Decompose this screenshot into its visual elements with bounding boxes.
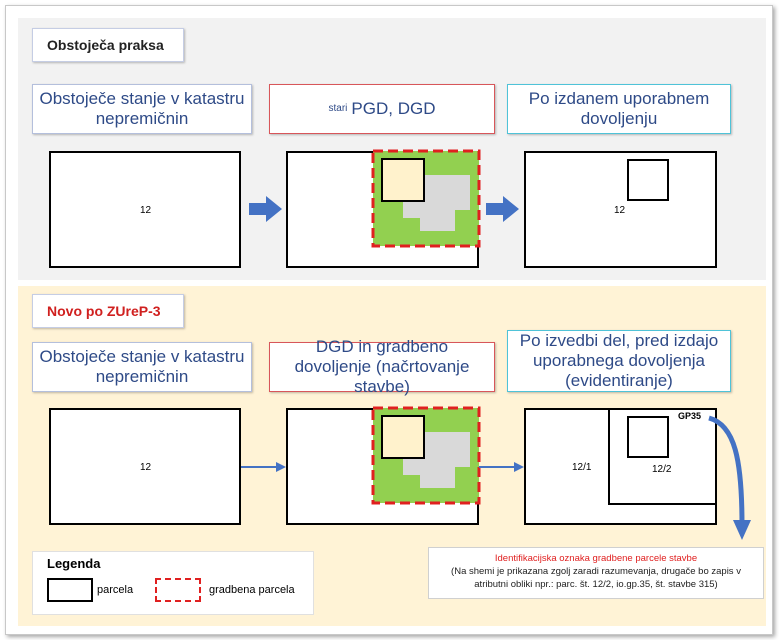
top-parcel-3-label: 12 bbox=[614, 205, 626, 216]
top-building bbox=[381, 158, 425, 202]
identification-title: Identifikacijska oznaka gradbene parcele… bbox=[494, 553, 698, 564]
bottom-dashed-boundary bbox=[371, 406, 481, 505]
bottom-arrow-2 bbox=[479, 462, 524, 472]
top-stage2-header: stari PGD, DGD bbox=[269, 84, 495, 134]
top-stage1-header: Obstoječe stanje v katastru nepremičnin bbox=[32, 84, 252, 134]
legend-title: Legenda bbox=[47, 556, 101, 571]
gp-label: GP35 bbox=[678, 411, 702, 421]
top-stage2-main: PGD, DGD bbox=[351, 99, 436, 118]
bottom-parcel-1-label: 12 bbox=[140, 462, 152, 473]
top-parcel-1 bbox=[49, 151, 241, 268]
legend-building-parcel-label: gradbena parcela bbox=[209, 584, 295, 596]
bottom-parcel-12-2 bbox=[608, 408, 717, 505]
bottom-parcel-3 bbox=[524, 408, 717, 525]
bottom-stage3-header: Po izvedbi del, pred izdajo uporabnega d… bbox=[507, 330, 731, 392]
bottom-parcel-12-2-label: 12/2 bbox=[652, 464, 672, 475]
bottom-building-outline bbox=[627, 416, 669, 458]
top-parcel-3 bbox=[524, 151, 717, 268]
top-arrow-2 bbox=[486, 196, 519, 222]
bottom-arrow-1 bbox=[241, 462, 286, 472]
top-stage3-header: Po izdanem uporabnem dovoljenju bbox=[507, 84, 731, 134]
bottom-parcel-12-1-label: 12/1 bbox=[572, 462, 592, 473]
top-dashed-boundary bbox=[371, 149, 481, 248]
bottom-building-parcel bbox=[371, 406, 481, 505]
top-parcel-1-label: 12 bbox=[140, 205, 152, 216]
top-building-parcel bbox=[371, 149, 481, 248]
top-building-outline bbox=[627, 159, 669, 201]
bottom-parcel-1 bbox=[49, 408, 241, 525]
gp-pointer-arrow bbox=[708, 415, 751, 540]
bottom-section-title: Novo po ZUreP-3 bbox=[32, 294, 184, 328]
identification-text: (Na shemi je prikazana zgolj zaradi razu… bbox=[451, 566, 741, 590]
legend-parcel-symbol bbox=[47, 578, 93, 602]
bottom-building bbox=[381, 415, 425, 459]
identification-note: Identifikacijska oznaka gradbene parcele… bbox=[428, 547, 764, 599]
bottom-stage1-header: Obstoječe stanje v katastru nepremičnin bbox=[32, 342, 252, 392]
top-arrow-1 bbox=[249, 196, 282, 222]
top-grey-area bbox=[403, 175, 470, 231]
legend: Legenda parcela gradbena parcela bbox=[32, 551, 314, 615]
bottom-stage2-header: DGD in gradbeno dovoljenje (načrtovanje … bbox=[269, 337, 495, 396]
legend-parcel-label: parcela bbox=[97, 584, 134, 596]
bottom-grey-area bbox=[403, 432, 470, 488]
top-stage2-small: stari bbox=[328, 103, 348, 114]
top-section-title: Obstoječa praksa bbox=[32, 28, 184, 62]
legend-building-parcel-symbol bbox=[155, 578, 201, 602]
